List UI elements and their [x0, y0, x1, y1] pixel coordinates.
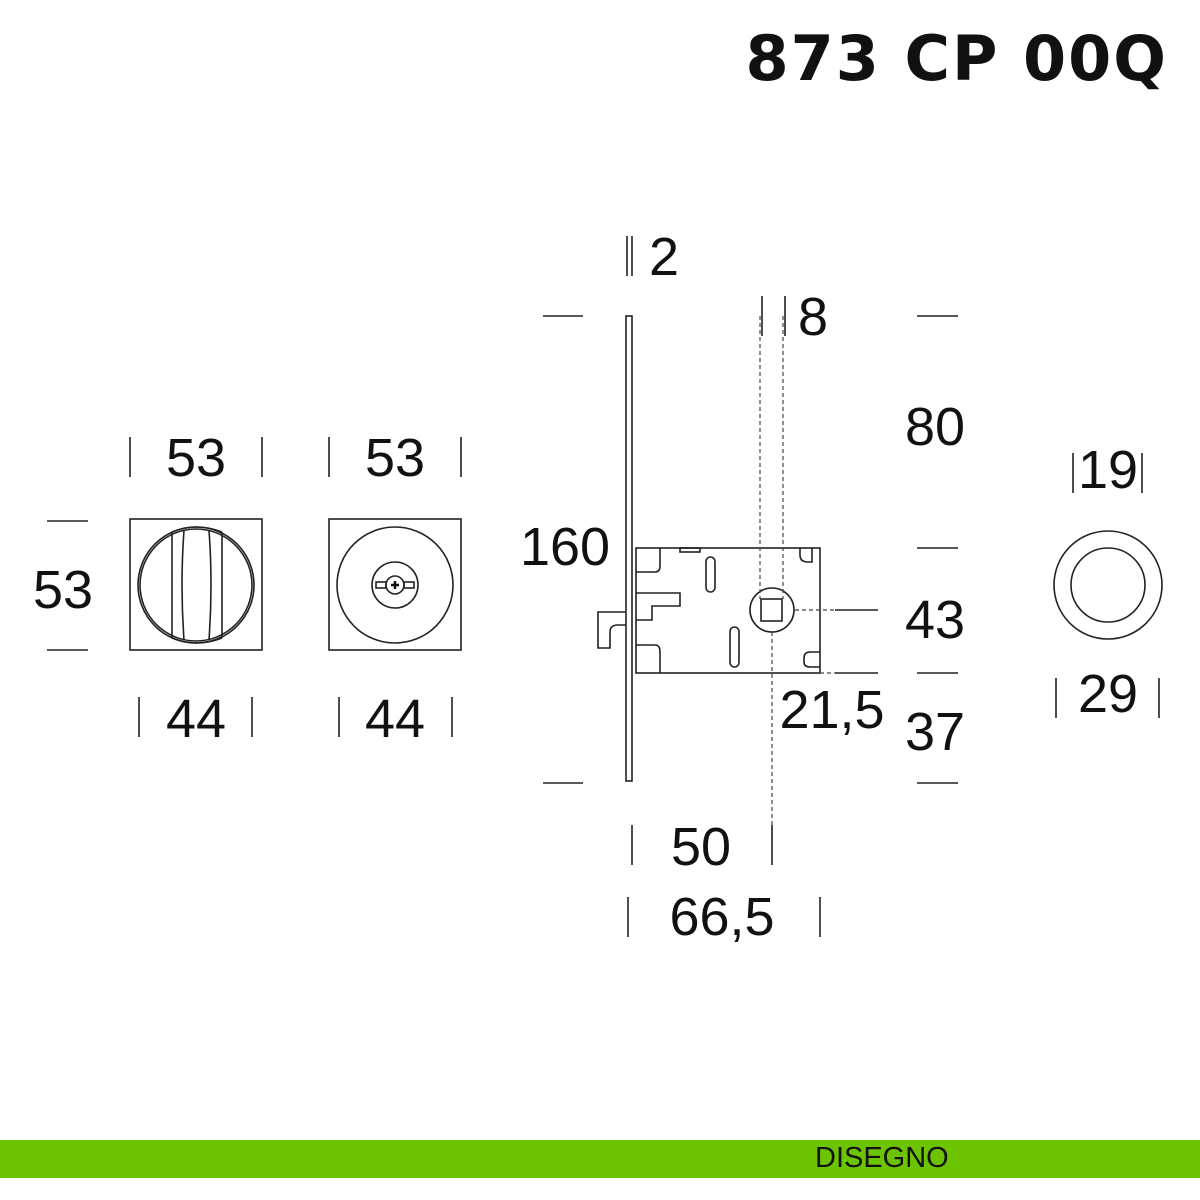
ring-outer-label: 29 — [1078, 664, 1138, 724]
release-width-label: 53 — [365, 428, 425, 488]
product-code: 873 CP 00Q — [745, 22, 1168, 95]
top-dimension-label: 80 — [905, 397, 965, 457]
thumbturn-height-label: 53 — [33, 560, 93, 620]
body-height-label: 43 — [905, 590, 965, 650]
ring-pull — [1053, 530, 1163, 640]
faceplate-thickness-label: 2 — [649, 227, 679, 287]
release-rose — [328, 518, 462, 651]
thumbturn-width-label: 53 — [166, 428, 226, 488]
ring-inner-label: 19 — [1078, 440, 1138, 500]
backset-label: 50 — [671, 817, 731, 877]
thumbturn-inner-label: 44 — [166, 689, 226, 749]
bottom-dimension-label: 37 — [905, 702, 965, 762]
footer-label: DISEGNO — [815, 1142, 949, 1174]
lock-body — [597, 315, 821, 782]
offset-label: 21,5 — [779, 680, 884, 740]
thumbturn-rose — [129, 518, 263, 651]
release-inner-label: 44 — [365, 689, 425, 749]
footer-bar: DISEGNO — [0, 1140, 1200, 1178]
faceplate-height-label: 160 — [520, 517, 610, 577]
depth-label: 66,5 — [669, 887, 774, 947]
spindle-label: 8 — [798, 287, 828, 347]
